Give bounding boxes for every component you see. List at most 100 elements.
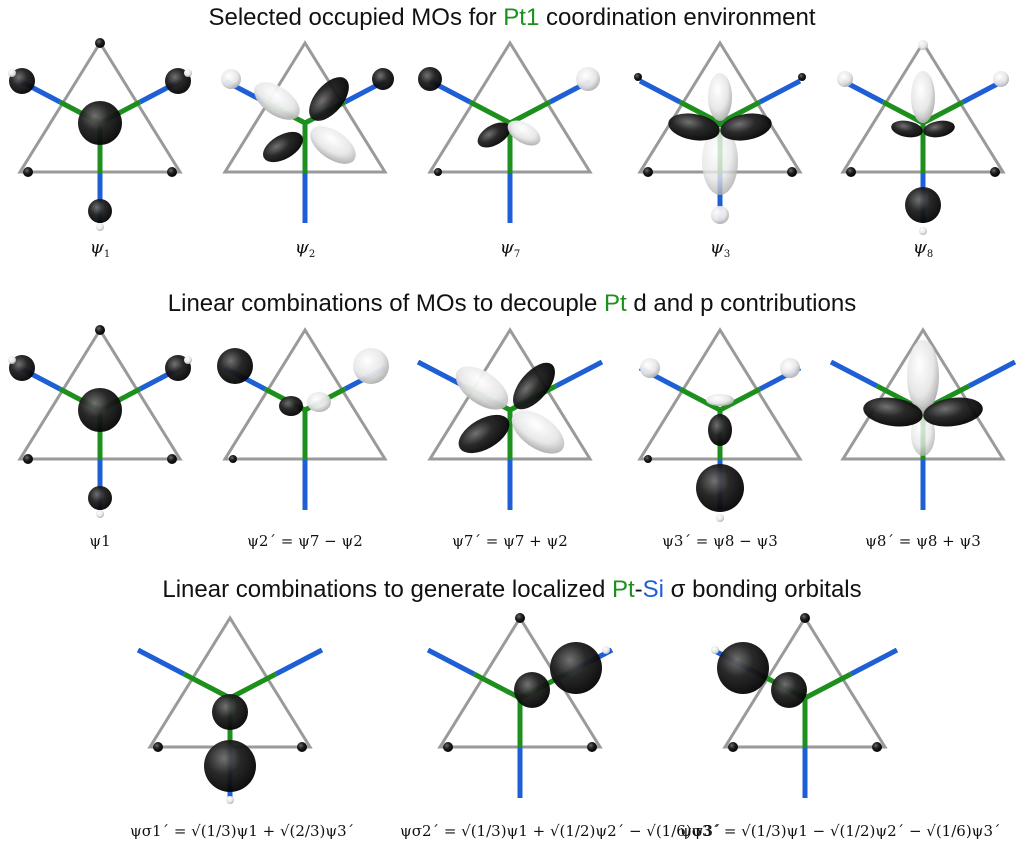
lobe-dark-center (771, 672, 807, 708)
lobe-light-center (507, 120, 541, 146)
bond-right-si (967, 359, 1017, 389)
apex-atom (515, 613, 525, 623)
corner-atom-left (846, 167, 856, 177)
panel-combo-psi1: ψ1 (5, 322, 195, 557)
bond-left-pt (182, 671, 232, 701)
lobe-si-right (550, 642, 602, 694)
h-atom-right (602, 646, 610, 654)
lobe-dark-center (708, 414, 732, 446)
lobe-dark-right (923, 120, 955, 138)
h-atom-bottom (96, 223, 104, 231)
panel-psi1: ψ1 (5, 35, 195, 265)
lobe-si-right (372, 68, 394, 90)
row-1-title: Selected occupied MOs for Pt1 coordinati… (208, 4, 816, 31)
lobe-center (78, 388, 122, 432)
label-psi8: ψ8 (912, 237, 934, 260)
bond-left-si (829, 359, 879, 389)
orbital-diagram-sigma2 (426, 613, 614, 798)
lobe-dark-center (212, 694, 248, 730)
lobe-si-left (640, 358, 660, 378)
lobe-dark-left (863, 397, 923, 427)
bond-right-pt (508, 99, 552, 126)
label-combo-psi8p: ψ8´ = ψ8 + ψ3 (865, 532, 981, 550)
corner-atom-right (990, 167, 1000, 177)
lobe-si-right (780, 358, 800, 378)
bond-right-si (274, 647, 324, 677)
bond-right-pt (803, 671, 853, 701)
corner-atom-left (23, 167, 33, 177)
corner-atom-left (23, 454, 33, 464)
lobe-light-lr (310, 126, 356, 164)
orbital-diagram-combo-psi8p (829, 327, 1017, 510)
orbital-diagram-psi3 (634, 40, 806, 224)
bond-left-si (638, 78, 682, 105)
orbital-diagram-combo-psi2p (217, 327, 389, 510)
lobe-dark-right (720, 113, 772, 141)
panel-sigma2: ψσ2´ = √(1/3)ψ1 + √(1/2)ψ2´ − √(1/6)ψ3´ (400, 610, 721, 850)
corner-atom-right (587, 742, 597, 752)
orbital-diagram-sigma3 (711, 613, 899, 798)
lobe-si-right (353, 348, 389, 384)
label-sigma1: ψσ1´ = √(1/3)ψ1 + √(2/3)ψ3´ (130, 822, 355, 840)
label-combo-psi2p: ψ2´ = ψ7 − ψ2 (247, 532, 363, 550)
h-atom-bottom (919, 227, 927, 235)
panel-sigma1: ψσ1´ = √(1/3)ψ1 + √(2/3)ψ3´ (130, 610, 355, 850)
si-atom-right (798, 73, 806, 81)
h-atom-left (711, 646, 719, 654)
lobe-light-top (911, 71, 935, 123)
corner-atom-right (297, 742, 307, 752)
bond-right-pt (228, 671, 278, 701)
lobe-si-bottom (696, 464, 744, 512)
lobe-light-top (706, 394, 734, 406)
corner-atom-right (787, 167, 797, 177)
lobe-si-bottom (905, 187, 941, 223)
orbital-diagram-psi1 (8, 38, 192, 231)
orbital-diagram-combo-psi1 (8, 325, 192, 518)
lobe-dark-ur (309, 77, 349, 121)
corner-atom-left (644, 455, 652, 463)
lobe-si-left (837, 71, 853, 87)
bond-right-si (758, 78, 802, 105)
lobe-si-right (576, 67, 600, 91)
h-atom-left (8, 356, 16, 364)
lobe-si-bottom (711, 206, 729, 224)
corner-atom-left (643, 167, 653, 177)
lobe-light-ul (455, 366, 509, 410)
bond-left-si (426, 647, 476, 677)
panel-psi7: ψ7 (415, 35, 605, 265)
label-combo-psi7p: ψ7´ = ψ7 + ψ2 (452, 532, 568, 550)
label-combo-psi3p: ψ3´ = ψ8 − ψ3 (662, 532, 778, 550)
corner-atom-left (443, 742, 453, 752)
panel-combo-psi8p: ψ8´ = ψ8 + ψ3 (828, 322, 1018, 557)
lobe-si-bottom (204, 740, 256, 792)
panel-combo-psi7p: ψ7´ = ψ7 + ψ2 (415, 322, 605, 557)
orbital-diagram-psi7 (418, 40, 600, 223)
label-psi3: ψ3 (709, 237, 731, 260)
bond-right-pt (718, 99, 762, 126)
corner-atom-right (167, 454, 177, 464)
orbital-diagram-combo-psi7p (416, 327, 604, 510)
label-sigma2: ψσ2´ = √(1/3)ψ1 + √(1/2)ψ2´ − √(1/6)ψ3´ (400, 822, 721, 840)
bond-left-pt (468, 99, 512, 126)
row-2-title: Linear combinations of MOs to decouple P… (167, 290, 857, 317)
lobe-si-right (993, 71, 1009, 87)
label-psi7: ψ7 (499, 237, 521, 260)
bond-right-si (849, 647, 899, 677)
lobe-si-left (217, 348, 253, 384)
lobe-light-bottom (911, 412, 935, 456)
row-3-title: Linear combinations to generate localize… (162, 576, 862, 603)
lobe-si-left (717, 642, 769, 694)
label-psi2: ψ2 (294, 237, 316, 260)
h-atom-bottom (226, 796, 234, 804)
bond-left-si (416, 359, 466, 389)
lobe-light-top (708, 73, 732, 121)
si-atom-left (634, 73, 642, 81)
lobe-dark-ll (458, 414, 510, 454)
lobe-dark-center (477, 122, 511, 148)
corner-atom-left (153, 742, 163, 752)
lobe-light-lr (511, 410, 565, 454)
lobe-dark-ur (513, 362, 555, 410)
orbital-diagram-psi8 (837, 40, 1009, 235)
lobe-dark-center (514, 672, 550, 708)
